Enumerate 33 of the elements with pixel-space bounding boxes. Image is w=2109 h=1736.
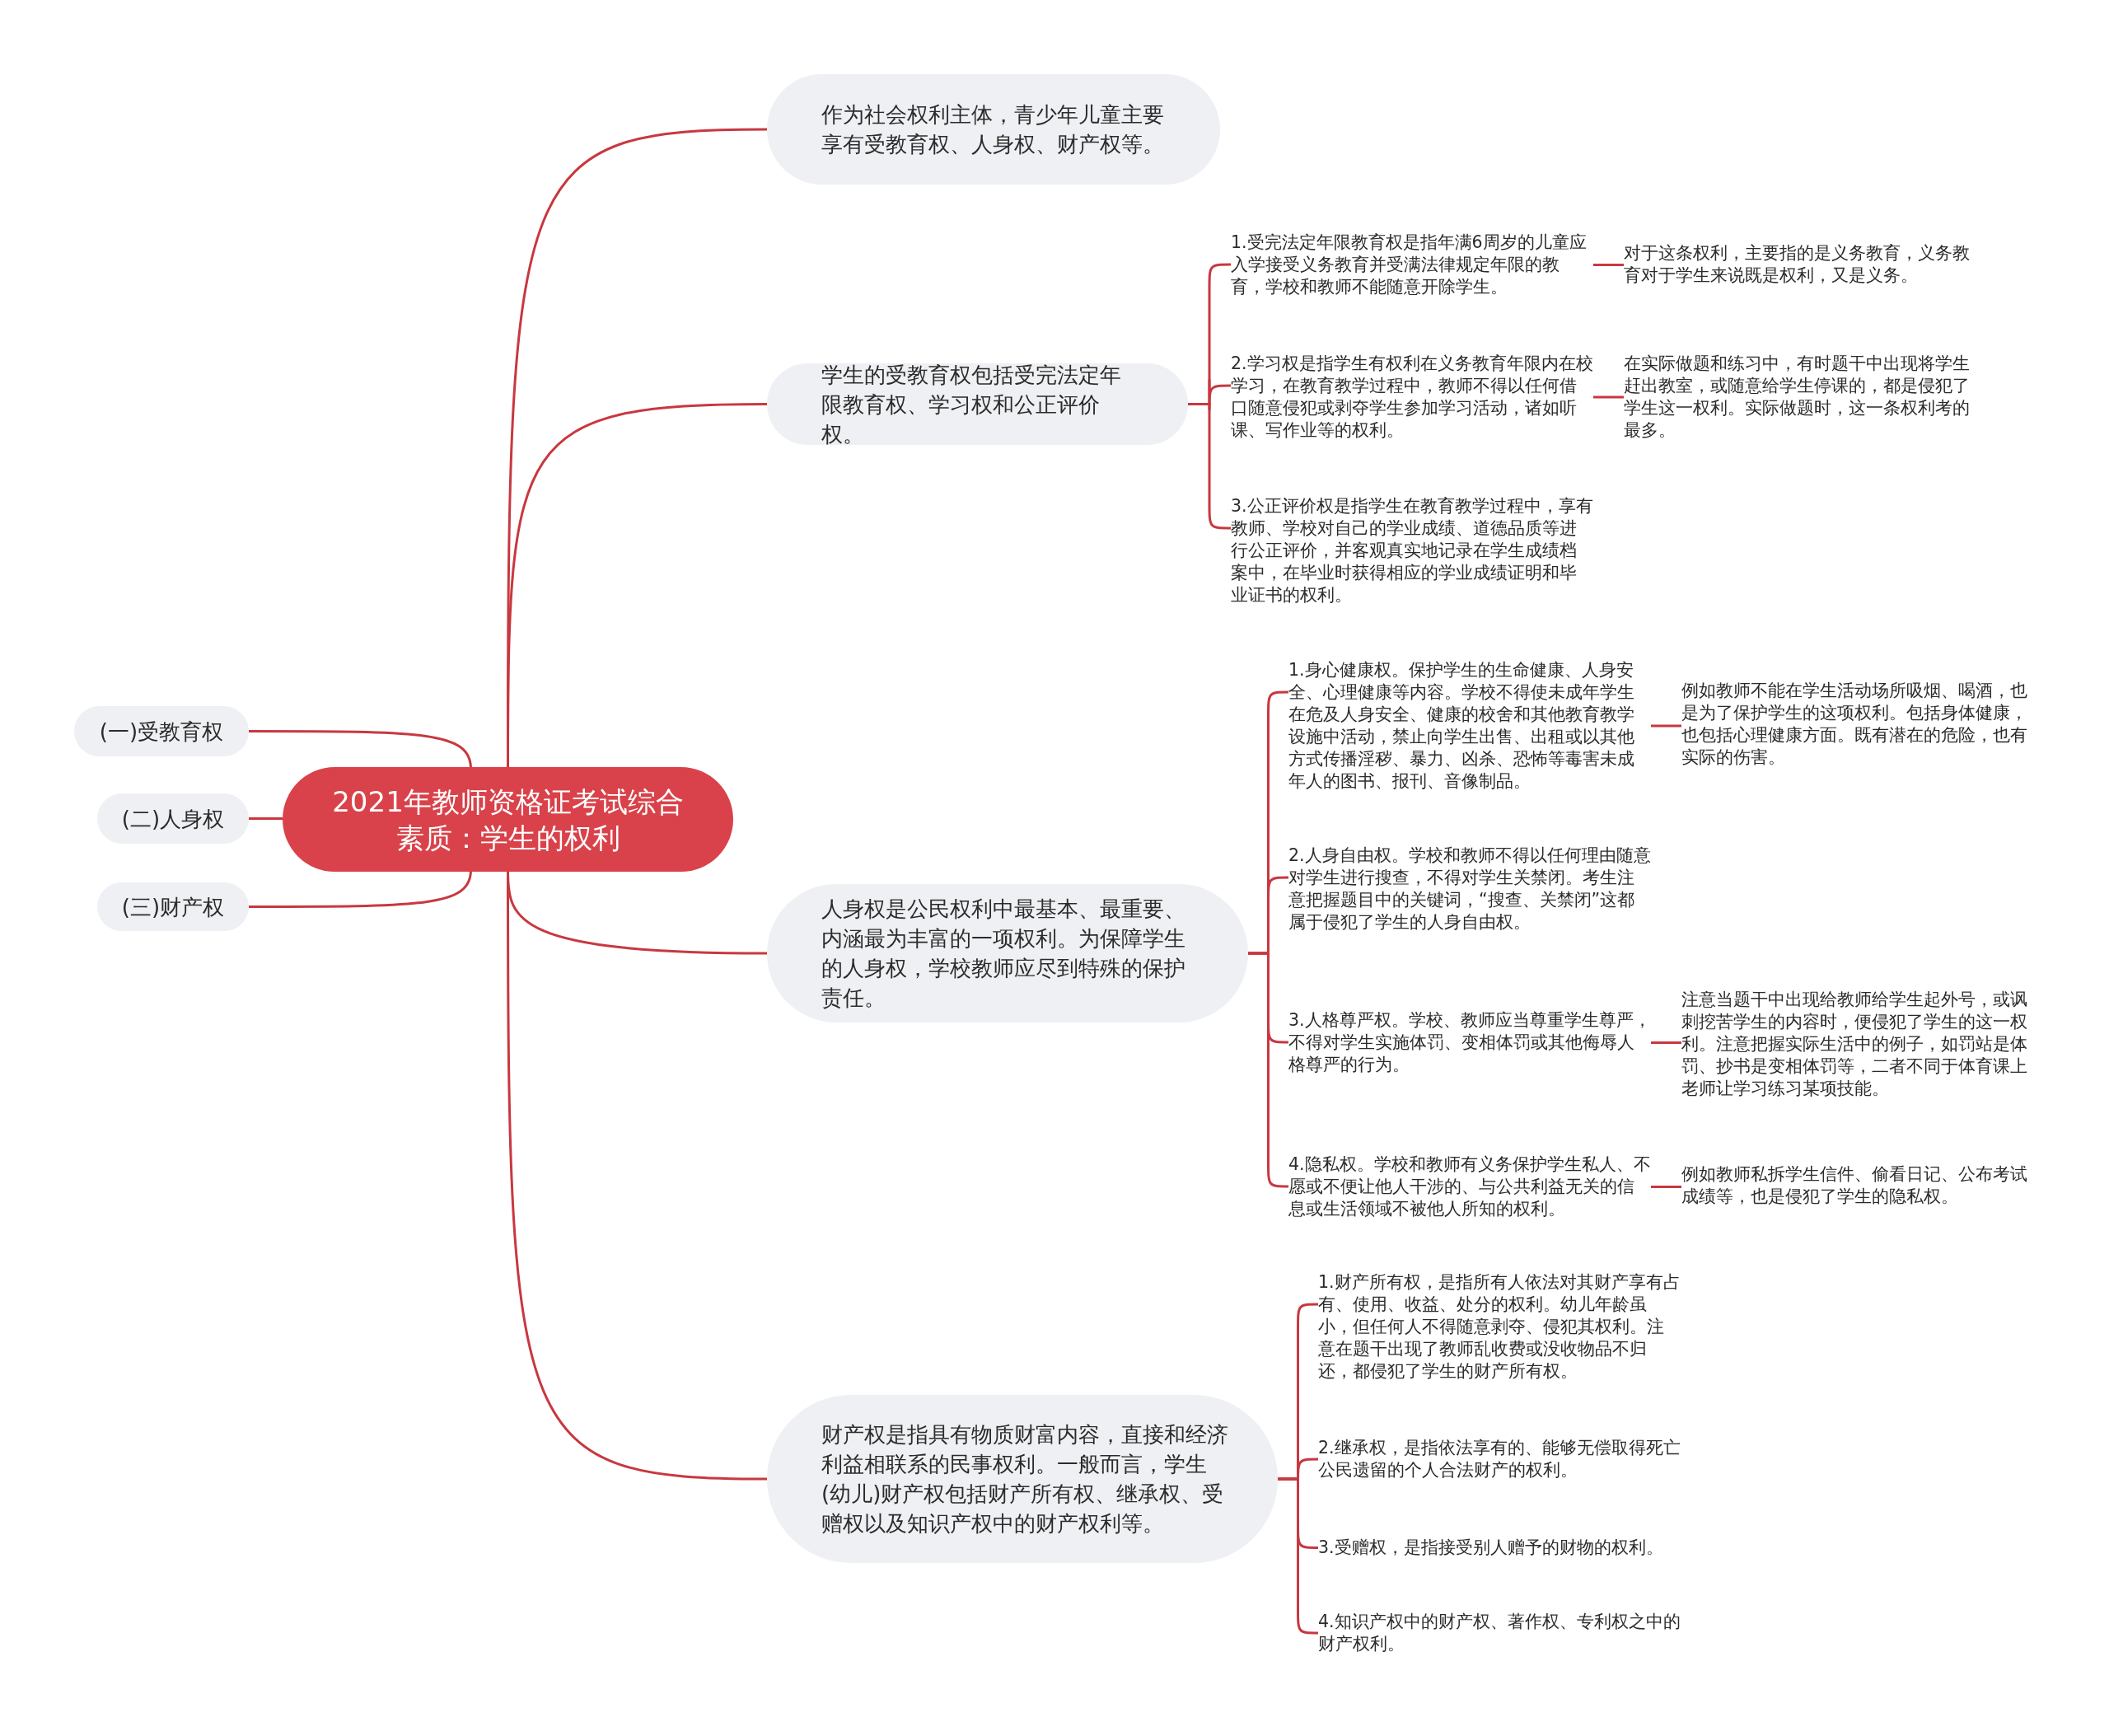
topic-text: 2.继承权，是指依法享有的、能够无偿取得死亡公民遗留的个人合法财产的权利。 (1318, 1437, 1681, 1481)
note-text: 例如教师不能在学生活动场所吸烟、喝酒，也是为了保护学生的这项权利。包括身体健康，也包括心理健康方面。既有潜在的危险，也有实际的伤害。 (1681, 680, 2044, 769)
connector-line (1651, 724, 1681, 728)
note-text: 例如教师私拆学生信件、偷看日记、公布考试成绩等，也是侵犯了学生的隐私权。 (1681, 1163, 2044, 1208)
topic-text: 2.学习权是指学生有权利在义务教育年限内在校学习，在教育教学过程中，教师不得以任何借口随意侵犯或剥夺学生参加学习活动，诸如听课、写作业等的权利。 (1231, 353, 1593, 442)
connector-line (1593, 264, 1624, 266)
topic-text: 3.公正评价权是指学生在教育教学过程中，享有教师、学校对自己的学业成绩、道德品质等进行公正评价，并客观真实地记录在学生成绩档案中，在毕业时获得相应的学业成绩证明和毕业证书的权利。 (1231, 495, 1593, 606)
topic-pill: 财产权是指具有物质财富内容，直接和经济利益相联系的民事权利。一般而言，学生(幼儿)财产权包括财产所有权、继承权、受赠权以及知识产权中的财产权利等。 (767, 1395, 1278, 1563)
topic-pill: 人身权是公民权利中最基本、最重要、内涵最为丰富的一项权利。为保障学生的人身权，学校教师应尽到特殊的保护责任。 (767, 884, 1248, 1022)
connector-line (1593, 395, 1624, 399)
topic-text: 1.受完法定年限教育权是指年满6周岁的儿童应入学接受义务教育并受满法律规定年限的教育，学校和教师不能随意开除学生。 (1231, 232, 1593, 298)
topic-pill: 学生的受教育权包括受完法定年限教育权、学习权和公正评价权。 (767, 363, 1188, 445)
central-topic: 2021年教师资格证考试综合素质：学生的权利 (283, 767, 733, 872)
topic-text: 3.受赠权，是指接受别人赠予的财物的权利。 (1318, 1537, 1681, 1559)
connector-line (249, 869, 472, 908)
connector-line (249, 730, 472, 770)
connector-line (1651, 1186, 1681, 1188)
topic-text: 3.人格尊严权。学校、教师应当尊重学生尊严，不得对学生实施体罚、变相体罚或其他侮辱人格尊严的行为。 (1288, 1009, 1651, 1076)
topic-text: 4.隐私权。学校和教师有义务保护学生私人、不愿或不便让他人干涉的、与公共利益无关的信息或生活领域不被他人所知的权利。 (1288, 1153, 1651, 1220)
note-text: 注意当题干中出现给教师给学生起外号，或讽刺挖苦学生的内容时，便侵犯了学生的这一权利。注意把握实际生活中的例子，如罚站是体罚、抄书是变相体罚等，二者不同于体育课上老师让学习练习某项技能。 (1681, 989, 2044, 1100)
topic-text: 4.知识产权中的财产权、著作权、专利权之中的财产权利。 (1318, 1611, 1681, 1655)
topic-pill: 作为社会权利主体，青少年儿童主要享有受教育权、人身权、财产权等。 (767, 74, 1220, 185)
topic-text: 1.财产所有权，是指所有人依法对其财产享有占有、使用、收益、处分的权利。幼儿年龄虽小，但任何人不得随意剥夺、侵犯其权利。注意在题干出现了教师乱收费或没收物品不归还，都侵犯了学生的财产所有权。 (1318, 1271, 1681, 1383)
topic-text: 2.人身自由权。学校和教师不得以任何理由随意对学生进行搜查，不得对学生关禁闭。考生注意把握题目中的关键词，“搜查、关禁闭”这都属于侵犯了学生的人身自由权。 (1288, 845, 1651, 934)
topic-pill: (二)人身权 (97, 793, 249, 844)
topic-text: 1.身心健康权。保护学生的生命健康、人身安全、心理健康等内容。学校不得使未成年学生在危及人身安全、健康的校舍和其他教育教学设施中活动，禁止向学生出售、出租或以其他方式传播淫秽、暴力、凶杀、恐怖等毒害未成年人的图书、报刊、音像制品。 (1288, 659, 1651, 793)
connector-line (249, 817, 283, 820)
note-text: 对于这条权利，主要指的是义务教育，义务教育对于学生来说既是权利，又是义务。 (1624, 242, 1986, 287)
note-text: 在实际做题和练习中，有时题干中出现将学生赶出教室，或随意给学生停课的，都是侵犯了学生这一权利。实际做题时，这一条权利考的最多。 (1624, 353, 1986, 442)
connector-line (1651, 1041, 1681, 1044)
topic-pill: (三)财产权 (97, 882, 249, 931)
topic-pill: (一)受教育权 (74, 706, 249, 756)
connector-line (507, 872, 768, 1481)
